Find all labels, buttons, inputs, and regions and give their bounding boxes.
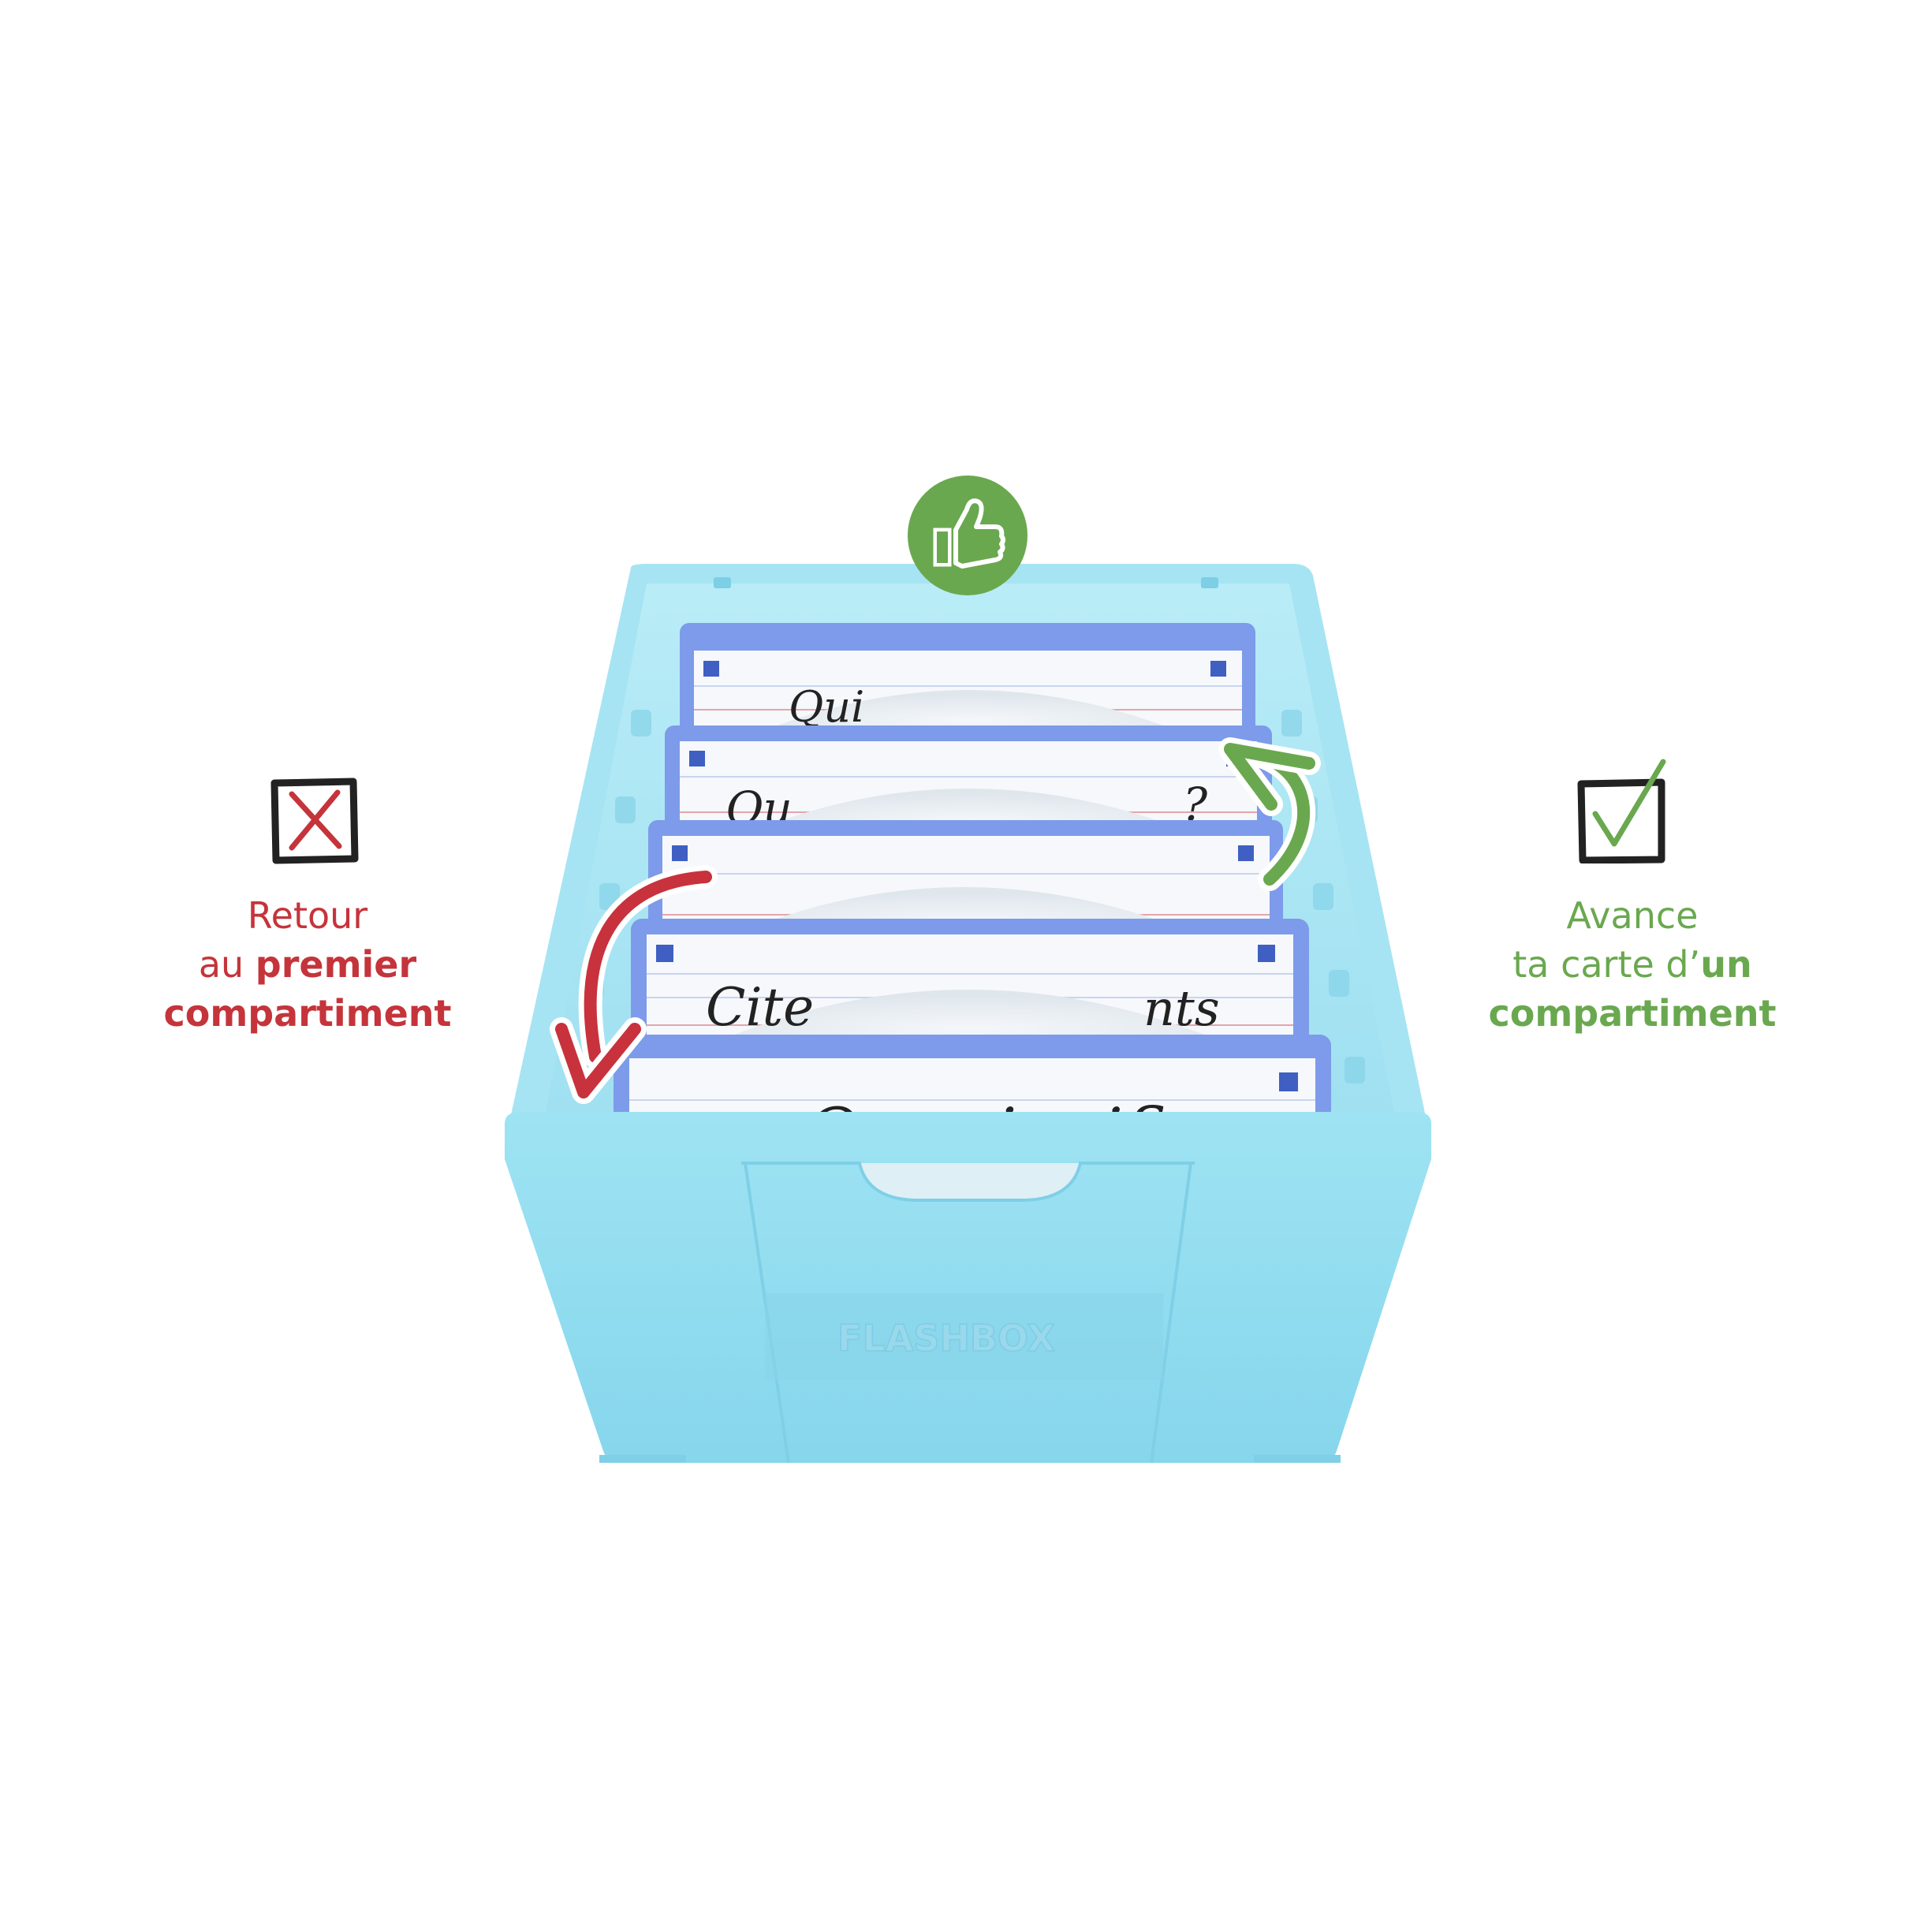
box-front: FLASHBOX bbox=[505, 1112, 1431, 1464]
thumbs-up-icon bbox=[908, 476, 1028, 595]
right-label: Avance ta carte d’un compartiment bbox=[1427, 891, 1837, 1038]
left-label-line2-bold: premier bbox=[255, 943, 417, 986]
flashcard-2: Qu ? bbox=[665, 725, 1272, 860]
x-checkbox-icon bbox=[270, 778, 359, 864]
left-label: Retour au premier compartiment bbox=[118, 891, 497, 1038]
right-label-line2: ta carte d’un bbox=[1427, 940, 1837, 989]
right-label-line3: compartiment bbox=[1427, 989, 1837, 1038]
right-label-line2-prefix: ta carte d’ bbox=[1512, 943, 1701, 986]
flashcard-1: Qui bbox=[680, 623, 1255, 753]
card-1-text: Qui bbox=[789, 682, 864, 732]
left-label-line2: au premier bbox=[118, 940, 497, 989]
left-label-line1: Retour bbox=[247, 894, 368, 937]
forward-arrow-icon bbox=[1218, 737, 1321, 891]
left-label-line2-prefix: au bbox=[198, 943, 255, 986]
flashbox-logo: FLASHBOX bbox=[837, 1317, 1055, 1359]
right-label-line3-bold: compartiment bbox=[1488, 992, 1777, 1035]
right-label-line2-bold: un bbox=[1700, 943, 1752, 986]
back-arrow-icon bbox=[550, 865, 718, 1104]
left-label-line3-bold: compartiment bbox=[163, 992, 452, 1035]
card-4-text: Cite bbox=[706, 977, 814, 1038]
left-label-line3: compartiment bbox=[118, 989, 497, 1038]
svg-text:nts: nts bbox=[1143, 979, 1220, 1037]
check-checkbox-icon bbox=[1577, 759, 1666, 863]
right-label-line1: Avance bbox=[1566, 894, 1699, 937]
